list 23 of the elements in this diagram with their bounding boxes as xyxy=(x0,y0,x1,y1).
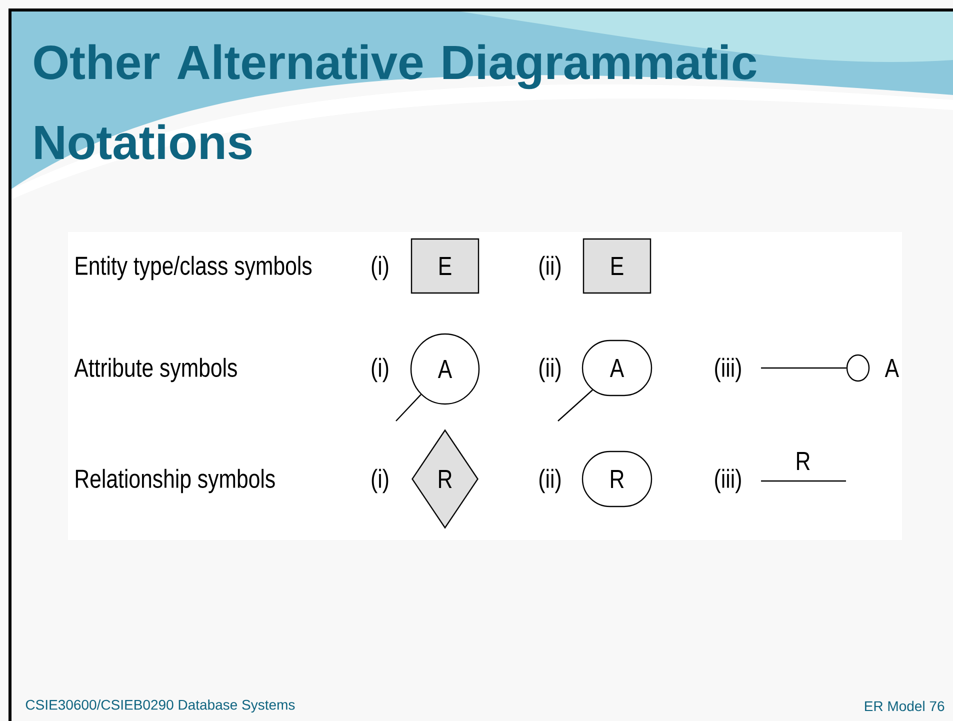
roman-numeral: (iii) xyxy=(715,358,741,382)
roman-numeral: (iii) xyxy=(715,468,741,494)
roman-numeral: (i) xyxy=(372,256,388,280)
roman-numeral: (i) xyxy=(372,468,388,494)
row-heading: Relationship symbols xyxy=(76,468,275,494)
rounded-box: A xyxy=(582,340,652,396)
leader-line xyxy=(396,394,422,422)
roman-numeral: (ii) xyxy=(539,256,560,280)
rounded-box: R xyxy=(582,450,652,508)
roman-numeral: (i) xyxy=(372,358,388,382)
leader-line xyxy=(558,390,593,422)
footer-text: CSIE30600/CSIEB0290 Database Systems xyxy=(26,699,295,713)
roman-numeral: (ii) xyxy=(539,468,560,494)
relationship-label: R xyxy=(797,452,810,470)
entity-box: E xyxy=(410,238,480,294)
attribute-label: A xyxy=(884,359,899,377)
entity-box: E xyxy=(582,238,652,294)
circle-symbol xyxy=(846,354,870,382)
page-number: ER Model 76 xyxy=(865,700,944,712)
row-heading: Entity type/class symbols xyxy=(76,256,312,280)
attribute-line xyxy=(761,367,846,369)
row-heading: Attribute symbols xyxy=(74,358,237,382)
roman-numeral: (ii) xyxy=(539,358,560,382)
